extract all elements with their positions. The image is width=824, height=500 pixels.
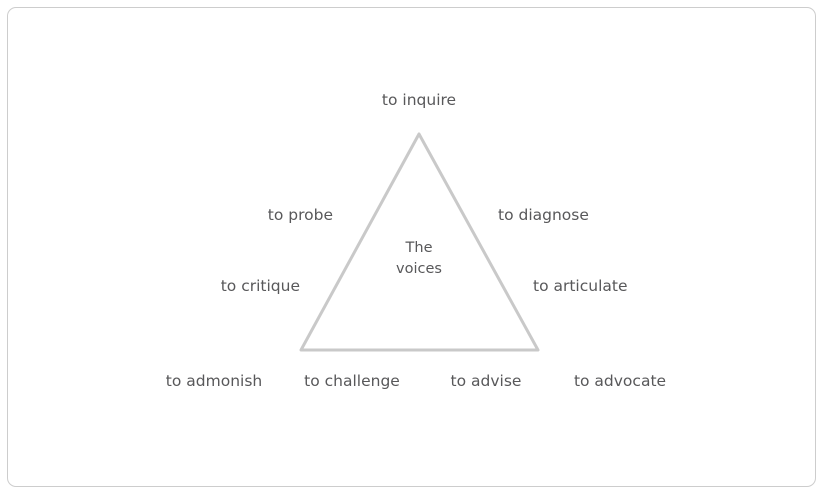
bottom-label-to-challenge: to challenge — [304, 372, 400, 390]
apex-label-to-inquire: to inquire — [381, 91, 457, 109]
bottom-label-to-admonish: to admonish — [165, 372, 263, 390]
center-label-the-voices: The voices — [396, 240, 442, 278]
right-label-to-diagnose: to diagnose — [498, 206, 589, 224]
bottom-label-to-advocate: to advocate — [573, 372, 667, 390]
bottom-label-to-advise: to advise — [450, 372, 522, 390]
left-label-to-probe: to probe — [267, 206, 333, 224]
diagram-frame — [7, 7, 816, 487]
right-label-to-articulate: to articulate — [533, 277, 628, 295]
left-label-to-critique: to critique — [220, 277, 300, 295]
